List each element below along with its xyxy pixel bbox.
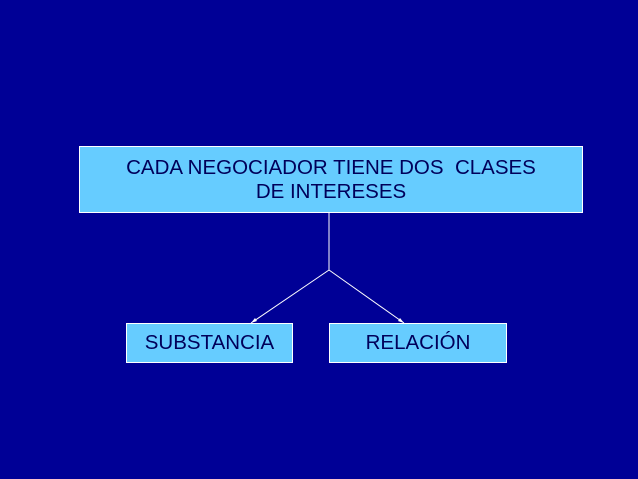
root-node: CADA NEGOCIADOR TIENE DOS CLASES DE INTE… [79,146,583,213]
child-node-relacion: RELACIÓN [329,323,507,363]
branch-line-left [250,269,330,324]
child-node-label: SUBSTANCIA [144,331,275,354]
root-node-line-1: CADA NEGOCIADOR TIENE DOS CLASES [126,156,536,179]
child-node-substancia: SUBSTANCIA [126,323,293,363]
arrowhead-left-icon [251,318,257,323]
child-node-label: RELACIÓN [365,331,471,354]
root-node-line-2: DE INTERESES [255,180,407,203]
branch-line-right [328,269,405,324]
arrowhead-right-icon [398,318,404,323]
